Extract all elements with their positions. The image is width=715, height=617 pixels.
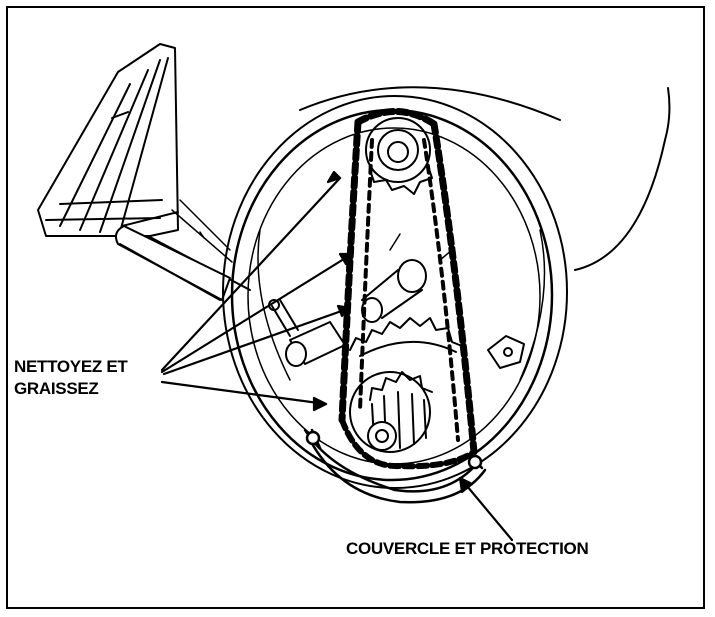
clean-grease-line-1: NETTOYEZ ET: [14, 357, 128, 376]
cover-leader: [458, 476, 514, 542]
roller-chain: [338, 108, 478, 470]
frame-arm: [37, 43, 251, 301]
clean-grease-label: NETTOYEZ ET GRAISSEZ: [14, 356, 128, 400]
lower-pinion: [349, 371, 433, 453]
cover-protection-label: COUVERCLE ET PROTECTION: [346, 539, 589, 558]
side-bracket: [487, 335, 525, 369]
idler-gear: [349, 317, 463, 357]
clean-grease-line-2: GRAISSEZ: [14, 379, 99, 398]
cover-guard: [303, 428, 487, 504]
wheel-rim: [299, 86, 671, 271]
center-shaft: [361, 233, 453, 323]
clean-grease-leaders: [160, 170, 354, 412]
